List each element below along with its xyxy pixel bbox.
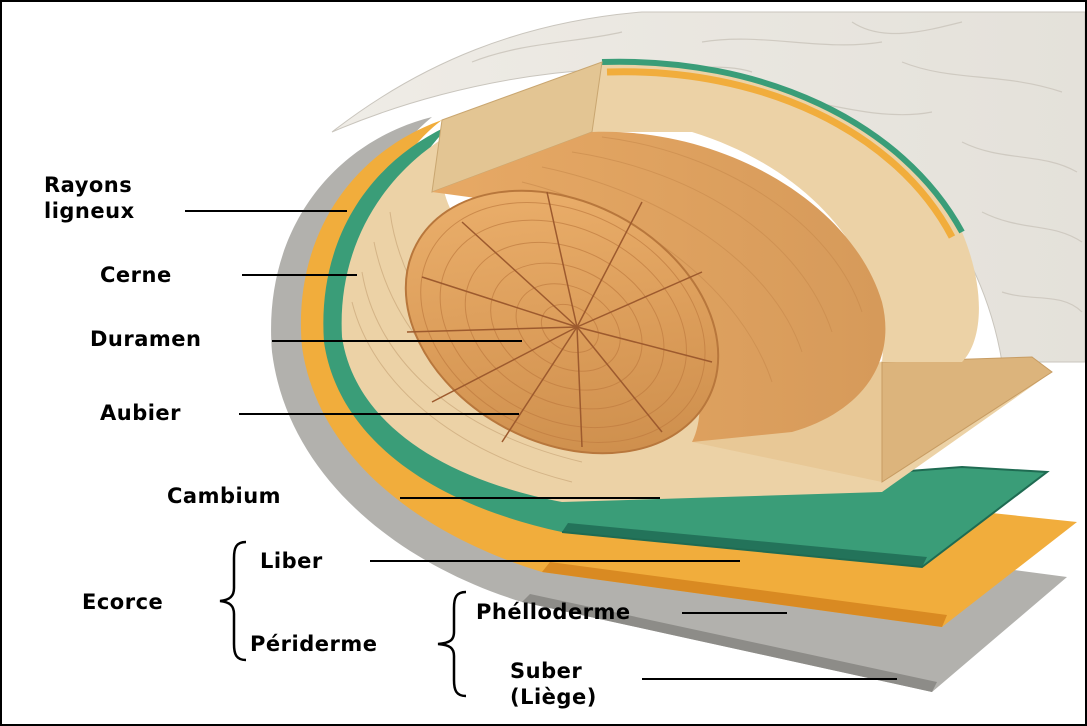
leader-rayons — [185, 210, 347, 212]
label-duramen: Duramen — [90, 327, 201, 351]
sapwood-block-end — [882, 357, 1052, 482]
label-suber-line1: Suber — [510, 658, 597, 684]
label-periderme: Périderme — [250, 632, 377, 656]
ecorce-brace — [212, 538, 252, 664]
label-cambium: Cambium — [167, 484, 281, 508]
leader-cambium — [400, 497, 660, 499]
label-rayons-line2: ligneux — [44, 198, 135, 224]
leader-cerne — [242, 274, 357, 276]
label-phelloderme: Phélloderme — [476, 600, 631, 624]
label-rayons-ligneux: Rayons ligneux — [44, 172, 135, 224]
periderme-brace — [428, 588, 472, 700]
leader-phelloderme — [682, 612, 787, 614]
leader-liber — [370, 560, 740, 562]
label-suber-line2: (Liège) — [510, 684, 597, 710]
label-aubier: Aubier — [100, 401, 181, 425]
label-cerne: Cerne — [100, 263, 172, 287]
leader-aubier — [239, 413, 519, 415]
label-ecorce: Ecorce — [82, 590, 163, 614]
label-rayons-line1: Rayons — [44, 172, 135, 198]
leader-duramen — [272, 340, 522, 342]
label-liber: Liber — [260, 549, 323, 573]
leader-suber — [642, 678, 897, 680]
label-suber-liege: Suber (Liège) — [510, 658, 597, 710]
